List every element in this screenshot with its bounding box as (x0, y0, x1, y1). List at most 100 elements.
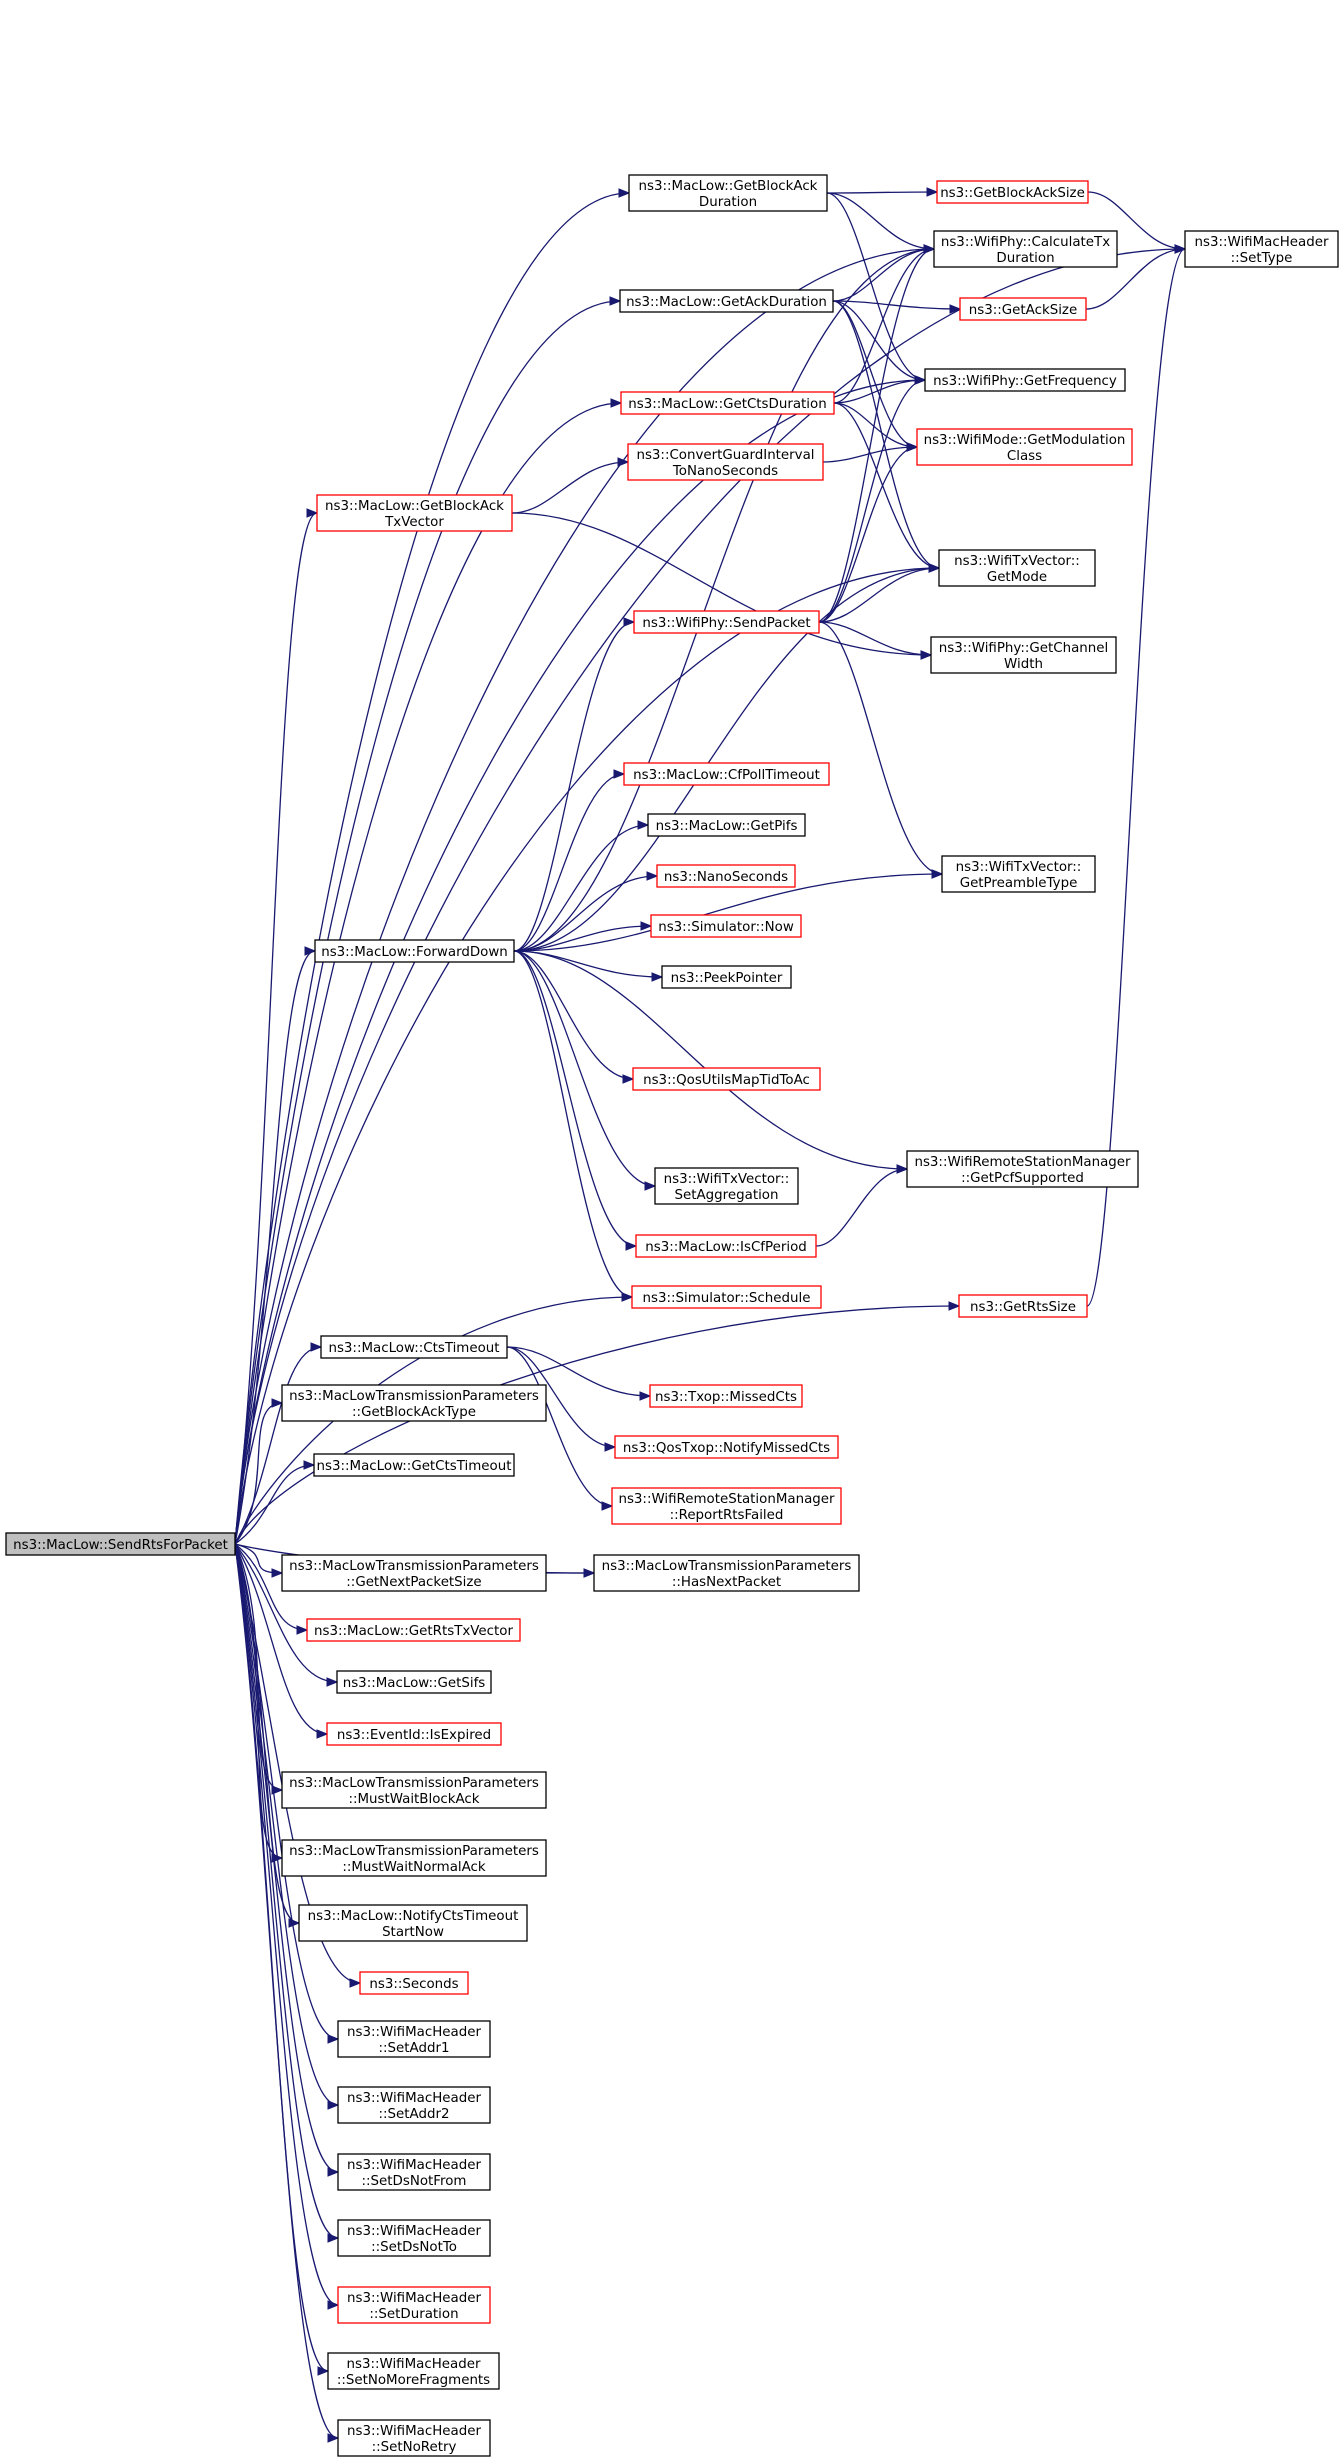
edge-get-rts-size-to-set-type (1086, 248, 1186, 1307)
node-get-ack-duration[interactable]: ns3::MacLow::GetAckDuration (619, 289, 834, 313)
node-label: GetPreambleType (960, 876, 1078, 891)
node-set-no-more-fragments[interactable]: ns3::WifiMacHeader::SetNoMoreFragments (327, 2352, 500, 2390)
arrowhead (914, 375, 927, 385)
node-get-frequency[interactable]: ns3::WifiPhy::GetFrequency (924, 368, 1126, 392)
node-cts-timeout[interactable]: ns3::MacLow::CtsTimeout (320, 1335, 508, 1359)
node-label: ns3::QosUtilsMapTidToAc (643, 1073, 810, 1088)
node-box (326, 1722, 502, 1746)
node-box (924, 368, 1126, 392)
nodes-layer: ns3::MacLow::SendRtsForPacketns3::MacLow… (5, 174, 1339, 2457)
node-get-sifs[interactable]: ns3::MacLow::GetSifs (336, 1670, 492, 1694)
node-send-packet[interactable]: ns3::WifiPhy::SendPacket (633, 610, 820, 634)
node-get-next-packet-size[interactable]: ns3::MacLowTransmissionParameters::GetNe… (281, 1554, 547, 1592)
node-get-cts-timeout[interactable]: ns3::MacLow::GetCtsTimeout (313, 1453, 515, 1477)
node-nano-seconds[interactable]: ns3::NanoSeconds (656, 864, 796, 888)
node-set-type[interactable]: ns3::WifiMacHeader::SetType (1184, 230, 1339, 268)
node-box (1184, 230, 1339, 268)
node-get-block-ack-type[interactable]: ns3::MacLowTransmissionParameters::GetBl… (281, 1384, 547, 1422)
edge-root-to-set-ds-not-to (234, 1543, 339, 2239)
node-get-block-ack-size[interactable]: ns3::GetBlockAckSize (936, 180, 1089, 204)
node-get-rts-tx-vector[interactable]: ns3::MacLow::GetRtsTxVector (306, 1618, 521, 1642)
edge-get-ack-duration-to-calculate-tx-duration (832, 248, 935, 302)
node-box (614, 1435, 839, 1459)
edge-get-cts-duration-to-get-frequency (833, 379, 926, 404)
node-set-ds-not-from[interactable]: ns3::WifiMacHeader::SetDsNotFrom (337, 2153, 491, 2191)
node-get-cts-duration[interactable]: ns3::MacLow::GetCtsDuration (620, 391, 835, 415)
arrowhead (639, 1391, 652, 1401)
node-set-aggregation[interactable]: ns3::WifiTxVector::SetAggregation (654, 1167, 799, 1205)
arrowhead (949, 304, 962, 314)
edge-forward-down-to-qos-utils (513, 950, 634, 1080)
node-root[interactable]: ns3::MacLow::SendRtsForPacket (5, 1532, 236, 1556)
edge-root-to-set-no-retry (234, 1543, 339, 2439)
node-get-pcf-supported[interactable]: ns3::WifiRemoteStationManager::GetPcfSup… (906, 1150, 1139, 1188)
node-get-ack-size[interactable]: ns3::GetAckSize (959, 297, 1087, 321)
node-simulator-schedule[interactable]: ns3::Simulator::Schedule (631, 1285, 822, 1309)
node-set-no-retry[interactable]: ns3::WifiMacHeader::SetNoRetry (337, 2419, 491, 2457)
node-peek-pointer[interactable]: ns3::PeekPointer (661, 965, 792, 989)
node-is-cf-period[interactable]: ns3::MacLow::IsCfPeriod (635, 1234, 817, 1258)
node-label: ::SetDsNotFrom (362, 2174, 467, 2189)
node-label: ns3::PeekPointer (671, 971, 783, 986)
arrowhead (622, 1074, 635, 1084)
edge-get-block-ack-duration-to-get-block-ack-size (826, 191, 938, 194)
arrowhead (327, 2167, 340, 2177)
node-missed-cts[interactable]: ns3::Txop::MissedCts (649, 1384, 803, 1408)
node-label: ::MustWaitNormalAck (342, 1860, 486, 1875)
node-set-ds-not-to[interactable]: ns3::WifiMacHeader::SetDsNotTo (337, 2219, 491, 2257)
arrowhead (610, 398, 623, 408)
arrowhead (928, 563, 941, 573)
node-box (627, 443, 824, 481)
node-report-rts-failed[interactable]: ns3::WifiRemoteStationManager::ReportRts… (611, 1487, 842, 1525)
node-get-preamble-type[interactable]: ns3::WifiTxVector::GetPreambleType (941, 855, 1096, 893)
node-qos-utils[interactable]: ns3::QosUtilsMapTidToAc (632, 1067, 821, 1091)
node-forward-down[interactable]: ns3::MacLow::ForwardDown (314, 939, 515, 963)
node-set-addr1[interactable]: ns3::WifiMacHeader::SetAddr1 (337, 2020, 491, 2058)
node-box (337, 2286, 491, 2324)
arrowhead (637, 820, 650, 830)
node-get-pifs[interactable]: ns3::MacLow::GetPifs (647, 813, 806, 837)
node-box (959, 297, 1087, 321)
node-label: ns3::GetAckSize (969, 303, 1077, 318)
node-notify-missed-cts[interactable]: ns3::QosTxop::NotifyMissedCts (614, 1435, 839, 1459)
node-seconds[interactable]: ns3::Seconds (359, 1971, 469, 1995)
node-must-wait-normal-ack[interactable]: ns3::MacLowTransmissionParameters::MustW… (281, 1839, 547, 1877)
node-label: ns3::MacLowTransmissionParameters (289, 1389, 539, 1404)
arrowhead (326, 1677, 339, 1687)
node-set-addr2[interactable]: ns3::WifiMacHeader::SetAddr2 (337, 2086, 491, 2124)
node-must-wait-block-ack[interactable]: ns3::MacLowTransmissionParameters::MustW… (281, 1771, 547, 1809)
node-label: ns3::MacLow::CfPollTimeout (633, 768, 820, 783)
edge-forward-down-to-send-packet (513, 621, 635, 952)
node-box (337, 2153, 491, 2191)
node-set-duration[interactable]: ns3::WifiMacHeader::SetDuration (337, 2286, 491, 2324)
edge-get-block-ack-tx-vector-to-get-channel-width (511, 512, 932, 656)
node-simulator-now[interactable]: ns3::Simulator::Now (650, 914, 802, 938)
arrowhead (288, 1918, 301, 1928)
node-is-expired[interactable]: ns3::EventId::IsExpired (326, 1722, 502, 1746)
edge-root-to-get-cts-timeout (234, 1464, 315, 1545)
node-cf-poll-timeout[interactable]: ns3::MacLow::CfPollTimeout (623, 762, 830, 786)
edge-forward-down-to-set-aggregation (513, 950, 656, 1187)
arrowhead (896, 1164, 909, 1174)
node-label: ::GetNextPacketSize (346, 1575, 481, 1590)
arrowhead (926, 187, 939, 197)
arrowhead (948, 1301, 961, 1311)
node-label: ns3::WifiMacHeader (347, 2424, 481, 2439)
node-box (337, 2086, 491, 2124)
edge-get-block-ack-duration-to-calculate-tx-duration (826, 192, 935, 250)
edge-root-to-get-block-ack-tx-vector (234, 512, 318, 1545)
node-box (337, 2219, 491, 2257)
node-box (337, 2020, 491, 2058)
node-get-mode[interactable]: ns3::WifiTxVector::GetMode (938, 549, 1096, 587)
node-get-rts-size[interactable]: ns3::GetRtsSize (958, 1294, 1088, 1318)
node-has-next-packet[interactable]: ns3::MacLowTransmissionParameters::HasNe… (593, 1554, 860, 1592)
edge-root-to-get-block-ack-type (234, 1402, 283, 1545)
node-box (5, 1532, 236, 1556)
